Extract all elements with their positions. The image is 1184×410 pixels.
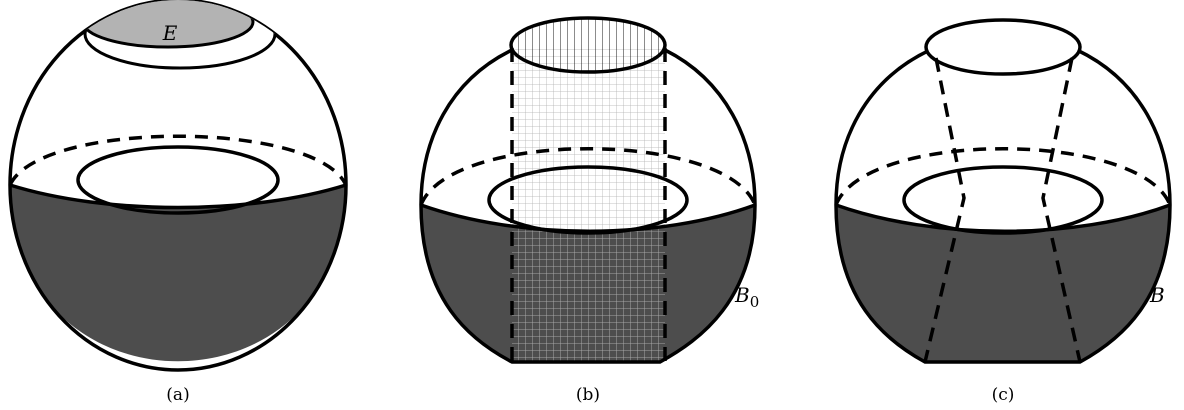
dark-lower-region bbox=[836, 205, 1170, 362]
caption-b: (b) bbox=[576, 385, 600, 405]
tunnel-side-left bbox=[923, 57, 966, 363]
equator-back-dashed bbox=[8, 134, 348, 186]
label-B0: B0 bbox=[734, 283, 759, 311]
caption-c: (c) bbox=[992, 385, 1015, 405]
body-outline bbox=[834, 48, 1172, 364]
label-E: E bbox=[162, 21, 178, 45]
inner-ellipse bbox=[76, 145, 280, 215]
panel-b: B0 (b) bbox=[419, 16, 759, 405]
equator-back-dashed bbox=[834, 147, 1172, 206]
body-outline bbox=[419, 48, 757, 364]
cylinder-grid-dark bbox=[512, 232, 665, 362]
caption-a: (a) bbox=[166, 385, 189, 405]
panel-c: B (c) bbox=[834, 18, 1172, 405]
tunnel-side-right bbox=[1041, 57, 1082, 363]
equator-front bbox=[420, 203, 756, 233]
label-B: B bbox=[1149, 283, 1165, 307]
top-opening bbox=[924, 18, 1082, 76]
equator-front bbox=[9, 183, 347, 210]
equator-back-dashed bbox=[419, 147, 757, 206]
inner-ellipse bbox=[487, 165, 689, 235]
dark-lower-region bbox=[10, 185, 346, 362]
cylinder-top bbox=[509, 16, 667, 74]
equator-front bbox=[835, 203, 1171, 233]
inner-ellipse bbox=[902, 165, 1104, 235]
panel-a: E (a) bbox=[8, 0, 348, 405]
